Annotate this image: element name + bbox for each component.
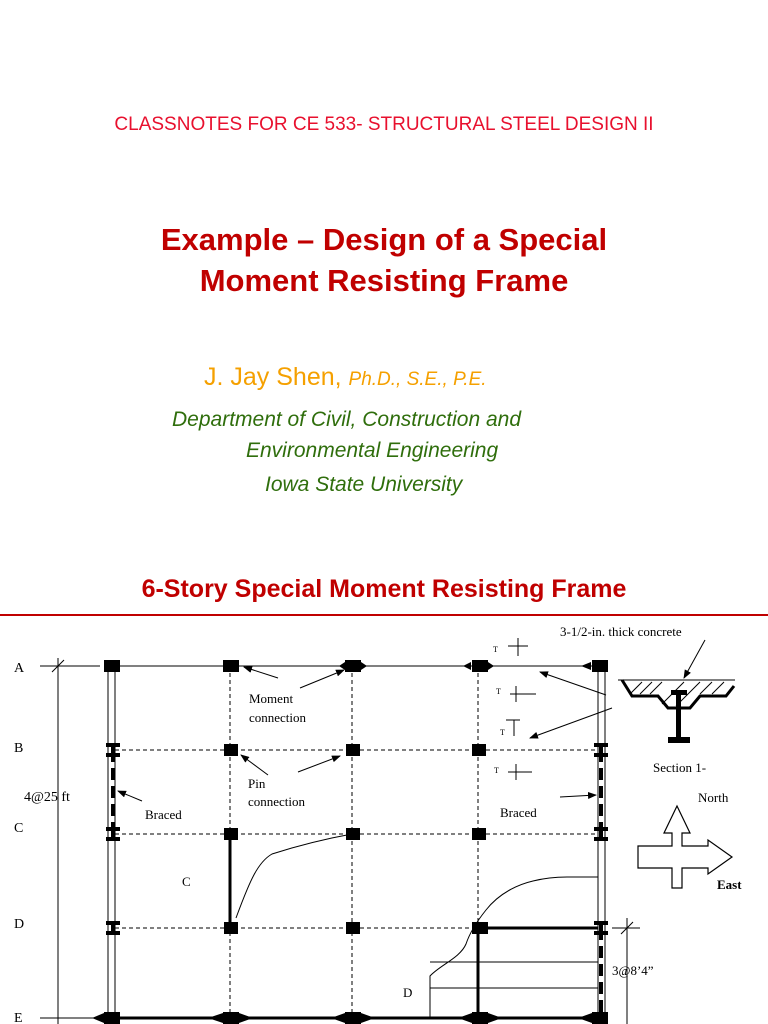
department-line-1: Department of Civil, Construction and bbox=[172, 408, 521, 431]
heading-rule bbox=[0, 614, 768, 616]
section-detail bbox=[618, 679, 736, 743]
east-label: East bbox=[717, 877, 742, 892]
region-d-area bbox=[429, 876, 598, 1018]
braced-label-right: Braced bbox=[500, 805, 537, 820]
dimension-line-left bbox=[40, 658, 100, 1024]
author-name: J. Jay Shen, bbox=[204, 363, 342, 391]
slide-title: Example – Design of a Special Moment Res… bbox=[0, 219, 768, 301]
concrete-note: 3-1/2-in. thick concrete bbox=[560, 624, 682, 639]
department-line-2: Environmental Engineering bbox=[246, 439, 499, 462]
section-arrow-lower bbox=[529, 707, 613, 739]
region-c-curve bbox=[235, 833, 353, 919]
column-markers bbox=[104, 660, 608, 1024]
t-symbol-2: T bbox=[496, 687, 501, 696]
concrete-arrow bbox=[683, 639, 706, 679]
section-heading: 6-Story Special Moment Resisting Frame bbox=[141, 575, 627, 603]
braced-label-left: Braced bbox=[145, 807, 182, 822]
grid-label-c: C bbox=[14, 821, 23, 836]
department: Department of Civil, Construction and En… bbox=[172, 404, 521, 466]
t-symbol-4: T bbox=[494, 766, 499, 775]
interior-grid bbox=[115, 666, 598, 1018]
dimension-left-label: 4@25 ft bbox=[24, 790, 70, 805]
moment-arrow-right bbox=[299, 669, 345, 689]
perimeter-grid bbox=[107, 665, 606, 1019]
grid-label-b: B bbox=[14, 741, 23, 756]
author: J. Jay Shen, Ph.D., S.E., P.E. bbox=[204, 363, 487, 392]
moment-connection-label-1: Moment bbox=[249, 691, 293, 706]
pin-connection-label-2: connection bbox=[248, 794, 306, 809]
course-title: CLASSNOTES FOR CE 533- STRUCTURAL STEEL … bbox=[114, 114, 654, 135]
braced-arrow-left bbox=[117, 790, 143, 802]
t-symbol-1: T bbox=[493, 645, 498, 654]
pin-arrow-left bbox=[240, 754, 269, 776]
author-credentials: Ph.D., S.E., P.E. bbox=[348, 369, 487, 390]
region-d-label: D bbox=[403, 985, 412, 1000]
north-label: North bbox=[698, 790, 729, 805]
grid-label-e: E bbox=[14, 1011, 23, 1024]
section-label: Section 1- bbox=[653, 760, 706, 775]
beam-symbols bbox=[506, 638, 536, 780]
floor-plan-drawing: A B C D E 4@25 ft bbox=[14, 624, 742, 1024]
braced-frames bbox=[111, 750, 603, 1018]
grid-label-a: A bbox=[14, 661, 25, 676]
grid-label-d: D bbox=[14, 917, 24, 932]
university: Iowa State University bbox=[265, 473, 463, 496]
t-symbol-3: T bbox=[500, 728, 505, 737]
pin-arrow-right bbox=[297, 755, 341, 773]
pin-connection-label-1: Pin bbox=[248, 776, 266, 791]
compass-arrow-icon bbox=[637, 804, 734, 889]
title-line-1: Example – Design of a Special bbox=[160, 222, 608, 257]
dimension-right-label: 3@8’4” bbox=[612, 963, 654, 978]
title-line-2: Moment Resisting Frame bbox=[199, 263, 569, 298]
braced-arrow-right bbox=[559, 791, 597, 799]
moment-connection-symbols bbox=[92, 662, 592, 1023]
moment-connection-label-2: connection bbox=[249, 710, 307, 725]
region-c-label: C bbox=[182, 874, 191, 889]
dimension-line-right bbox=[612, 918, 640, 1024]
section-arrow-upper bbox=[539, 671, 607, 696]
moment-arrow-left bbox=[243, 666, 279, 679]
